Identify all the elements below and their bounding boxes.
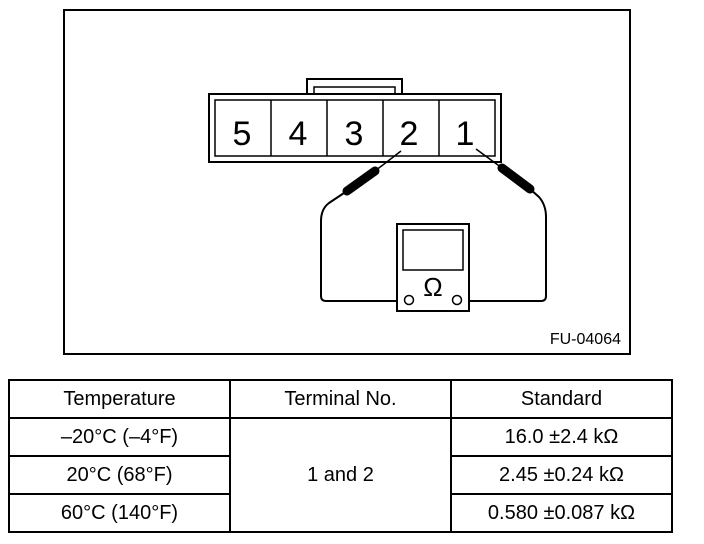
terminal-3-label: 3 — [345, 115, 364, 153]
terminal-1-label: 1 — [456, 115, 475, 153]
ohmmeter-display — [402, 229, 464, 271]
ohmmeter-jack-right — [451, 294, 463, 306]
terminal-2-label: 2 — [400, 115, 419, 153]
right-probe-tip — [475, 148, 503, 169]
temperature-cell: –20°C (–4°F) — [8, 417, 231, 457]
resistance-spec-table: Temperature Terminal No. Standard –20°C … — [8, 379, 673, 533]
table-row: –20°C (–4°F) 1 and 2 16.0 ±2.4 kΩ — [8, 417, 673, 533]
standard-cell: 16.0 ±2.4 kΩ — [450, 417, 673, 457]
left-probe-handle — [342, 166, 380, 196]
temperature-cell: 60°C (140°F) — [8, 493, 231, 533]
table-row: 20°C (68°F) 2.45 ±0.24 kΩ — [8, 455, 673, 495]
ohm-icon: Ω — [423, 272, 442, 302]
figure-code: FU-04064 — [549, 331, 621, 348]
connector-latch — [306, 78, 403, 100]
table-header-row: Temperature Terminal No. Standard — [8, 379, 673, 419]
standard-cell: 2.45 ±0.24 kΩ — [450, 455, 673, 495]
right-probe-handle — [497, 163, 535, 194]
temperature-cell: 20°C (68°F) — [8, 455, 231, 495]
ohmmeter-jack-left — [403, 294, 415, 306]
header-terminal-no: Terminal No. — [229, 379, 452, 419]
diagram-frame: 5 4 3 2 1 Ω FU-04064 — [63, 9, 631, 355]
connector-body — [208, 93, 502, 163]
terminal-4-label: 4 — [289, 115, 308, 153]
table-row: 60°C (140°F) 0.580 ±0.087 kΩ — [8, 493, 673, 533]
standard-cell: 0.580 ±0.087 kΩ — [450, 493, 673, 533]
connector-meter-diagram: 5 4 3 2 1 Ω — [208, 78, 547, 312]
left-lead-wire — [320, 190, 402, 302]
right-lead-wire — [462, 188, 547, 302]
left-probe-tip — [374, 150, 402, 172]
terminal-5-label: 5 — [233, 115, 252, 153]
header-temperature: Temperature — [8, 379, 231, 419]
terminal-no-cell: 1 and 2 — [229, 417, 452, 533]
connector-inner — [214, 99, 496, 157]
header-standard: Standard — [450, 379, 673, 419]
